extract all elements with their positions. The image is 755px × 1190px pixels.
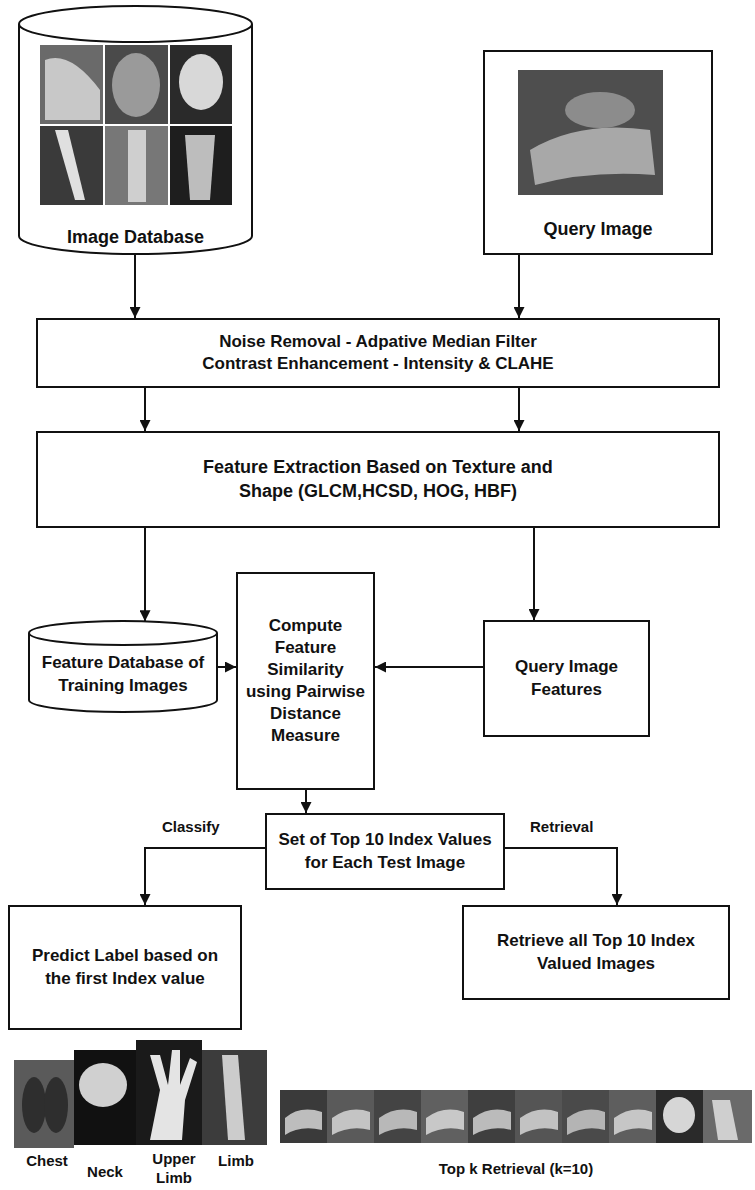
xray-thumb — [712, 1100, 738, 1140]
node-text: Feature Extraction Based on Texture and … — [188, 456, 568, 503]
flow-arrow — [505, 848, 617, 905]
xray-thumb — [530, 128, 655, 186]
class-label: Neck — [80, 1163, 130, 1182]
edge-label: Classify — [160, 818, 222, 835]
process-box: Compute Feature Similarity using Pairwis… — [236, 572, 375, 790]
class-label: Upper Limb — [146, 1150, 202, 1188]
xray-thumb — [222, 1055, 245, 1140]
xray-thumb — [379, 1110, 417, 1135]
cylinder-outline — [18, 5, 253, 255]
process-box: Query Image — [483, 50, 713, 255]
xray-thumb — [44, 1077, 68, 1133]
caption-label: Top k Retrieval (k=10) — [280, 1160, 752, 1179]
xray-thumb — [202, 1050, 267, 1145]
xray-thumb — [656, 1090, 703, 1143]
flow-arrow — [518, 255, 520, 318]
xray-thumb — [112, 53, 160, 117]
process-box: Feature Extraction Based on Texture and … — [36, 431, 720, 528]
database-cylinder: Feature Database of Training Images — [28, 620, 218, 713]
xray-thumb — [170, 126, 232, 205]
flow-arrow — [145, 848, 265, 905]
class-label: Chest — [18, 1152, 76, 1171]
flow-arrow — [305, 790, 307, 813]
xray-thumb — [515, 1090, 562, 1143]
flow-arrow — [144, 528, 146, 621]
xray-thumb — [74, 1050, 136, 1145]
node-text: Compute Feature Similarity using Pairwis… — [244, 615, 367, 748]
xray-thumb — [562, 1090, 609, 1143]
xray-thumb — [518, 70, 663, 195]
xray-thumb — [285, 1110, 322, 1135]
xray-thumb — [374, 1090, 421, 1143]
query-thumbnail — [518, 70, 663, 195]
xray-thumb — [468, 1090, 515, 1143]
node-text: Image Database — [67, 226, 204, 249]
retrieval-strip — [280, 1090, 752, 1143]
xray-thumb — [14, 1060, 74, 1148]
xray-thumb — [79, 1063, 127, 1107]
xray-thumb — [128, 130, 146, 202]
xray-thumb — [105, 126, 168, 205]
flow-arrow — [134, 254, 136, 318]
xray-thumb — [332, 1110, 370, 1135]
flow-arrow — [375, 666, 483, 668]
xray-thumb — [45, 58, 100, 120]
node-text: Retrieve all Top 10 Index Valued Images — [474, 930, 718, 974]
xray-thumb — [663, 1097, 695, 1133]
node-text: Predict Label based on the first Index v… — [18, 945, 232, 989]
process-box: Query Image Features — [483, 620, 650, 737]
flow-arrow — [518, 388, 520, 431]
xray-thumb — [105, 45, 168, 124]
node-text: Noise Removal - Adpative Median Filter — [219, 331, 537, 353]
node-text: Set of Top 10 Index Values for Each Test… — [275, 829, 495, 873]
class-label: Limb — [208, 1152, 264, 1171]
process-box: Set of Top 10 Index Values for Each Test… — [265, 813, 505, 890]
flow-arrow — [144, 388, 146, 431]
database-cylinder: Image Database — [18, 5, 253, 255]
node-text: Feature Database of Training Images — [34, 652, 212, 696]
xray-thumb — [614, 1110, 652, 1135]
xray-thumb — [22, 1077, 46, 1133]
process-box: Predict Label based on the first Index v… — [8, 905, 242, 1030]
xray-thumb — [565, 92, 635, 128]
node-text: Query Image Features — [493, 656, 640, 700]
xray-thumb — [609, 1090, 656, 1143]
xray-thumb — [150, 1050, 197, 1140]
xray-thumb — [567, 1110, 605, 1135]
class-examples — [14, 1040, 267, 1148]
flow-arrow — [218, 666, 236, 668]
xray-thumb — [185, 135, 215, 200]
xray-thumb — [170, 45, 232, 124]
xray-thumb — [421, 1090, 468, 1143]
flow-arrow — [533, 528, 535, 620]
xray-thumb — [280, 1090, 327, 1143]
xray-thumb — [327, 1090, 374, 1143]
xray-thumb — [55, 130, 85, 200]
xray-thumb — [520, 1110, 558, 1135]
database-thumbnails — [40, 45, 232, 205]
xray-thumb — [40, 126, 103, 205]
xray-thumb — [473, 1110, 511, 1135]
edge-label: Retrieval — [528, 818, 595, 835]
xray-thumb — [136, 1040, 202, 1145]
node-text: Contrast Enhancement - Intensity & CLAHE — [202, 353, 553, 375]
xray-thumb — [179, 54, 223, 110]
xray-thumb — [40, 45, 103, 124]
xray-thumb — [426, 1110, 464, 1135]
process-box: Retrieve all Top 10 Index Valued Images — [462, 905, 730, 1000]
node-text: Query Image — [543, 218, 652, 241]
xray-thumb — [703, 1090, 752, 1143]
process-box: Noise Removal - Adpative Median FilterCo… — [36, 318, 720, 388]
